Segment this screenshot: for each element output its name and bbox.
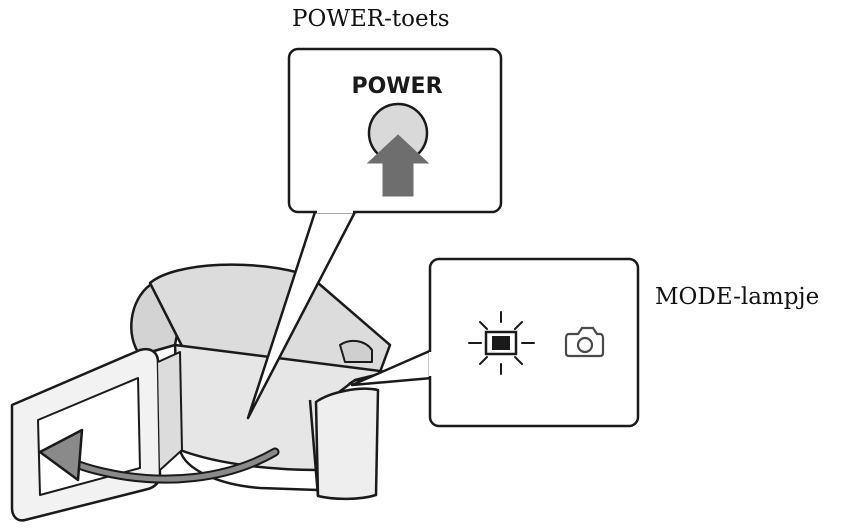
movie-icon [468, 311, 535, 375]
power-button-text: POWER [351, 74, 442, 99]
camcorder-front-panel [314, 387, 380, 501]
lcd-hinge [157, 351, 183, 471]
camera-icon [564, 326, 605, 358]
mode-callout [350, 257, 640, 428]
press-arrow-icon [366, 134, 430, 197]
mode-lamp-label: MODE-lampje [655, 284, 820, 310]
open-lcd-arrow [38, 428, 280, 484]
open-lcd-arrow-head [38, 428, 84, 482]
camcorder-top-shell [148, 263, 392, 374]
camcorder [10, 263, 392, 522]
camcorder-front-rim [308, 399, 320, 497]
camcorder-top-detail [339, 339, 373, 363]
power-callout: POWER [246, 47, 503, 420]
power-key-label: POWER-toets [292, 6, 450, 32]
